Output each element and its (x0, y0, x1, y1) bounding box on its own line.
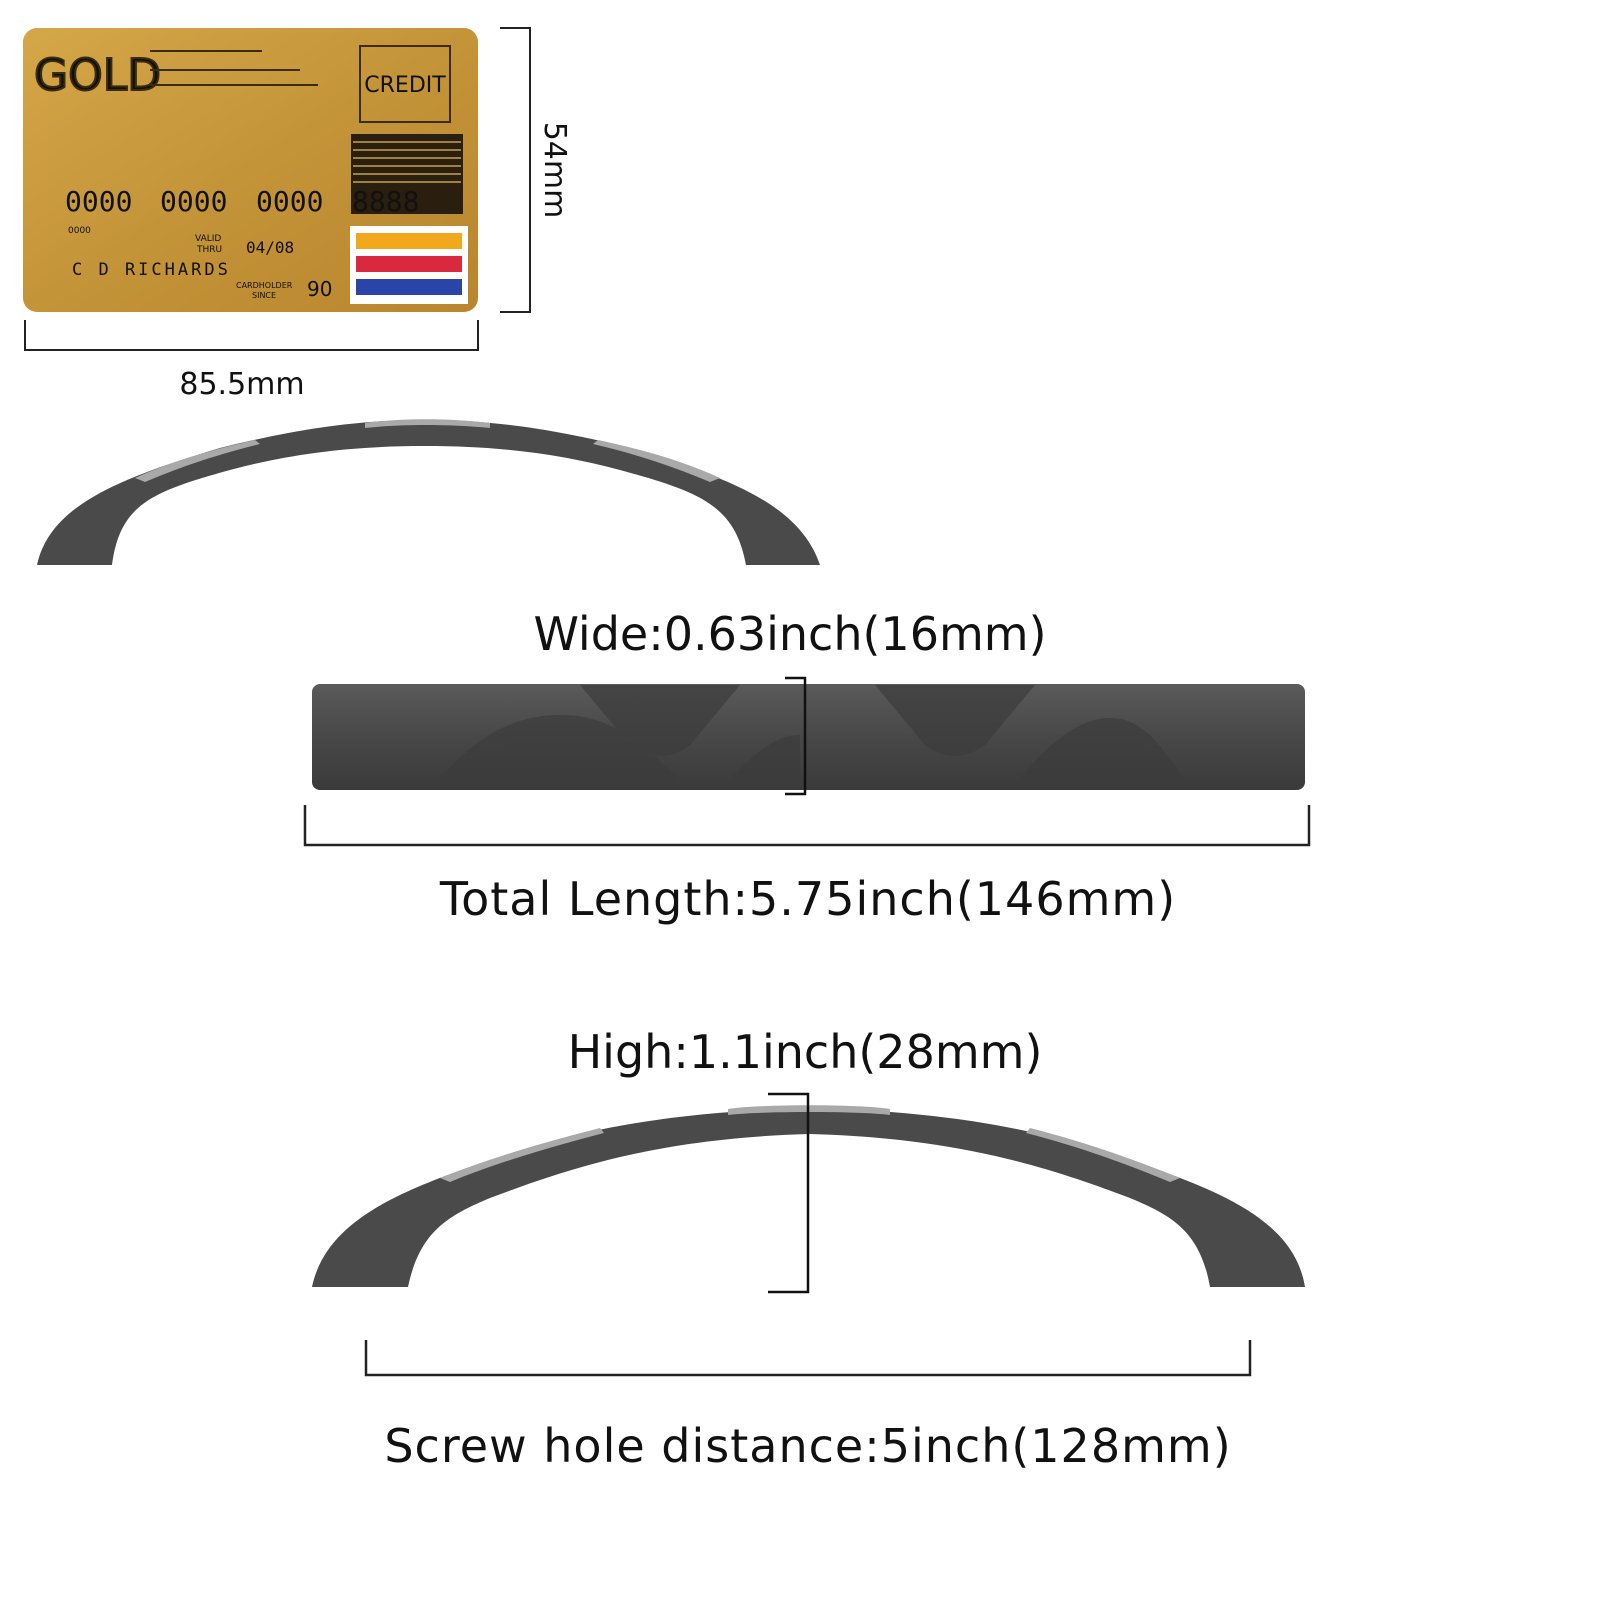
handle-highlight (440, 1128, 604, 1182)
high-dimension (768, 1092, 810, 1294)
card-height-dimension (500, 27, 531, 313)
logo-stripe-blue (356, 279, 462, 295)
screw-hole-label: Screw hole distance:5inch(128mm) (384, 1419, 1231, 1473)
valid-value: 04/08 (246, 238, 294, 257)
handle-bar-facets (430, 685, 1190, 790)
card-type-label: CREDIT (364, 73, 446, 98)
hologram-lines (353, 141, 461, 183)
handle-body (37, 420, 820, 565)
logo-stripe-orange (356, 233, 462, 249)
wide-label: Wide:0.63inch(16mm) (533, 607, 1046, 661)
credit-card: GOLD CREDIT 0000 0000 0000 8888 0000 VAL… (23, 28, 478, 312)
handle-body (312, 1108, 1305, 1287)
valid-label: VALID (195, 234, 221, 244)
cardholder-label: CARDHOLDER (236, 281, 293, 290)
logo-stripe-red (356, 256, 462, 272)
screw-hole-dimension (364, 1340, 1252, 1377)
handle-side-view-small (37, 419, 820, 565)
card-number-group: 0000 (256, 185, 323, 218)
card-number-group: 0000 (160, 185, 227, 218)
handle-highlight (135, 440, 260, 482)
card-number-group: 0000 (65, 185, 132, 218)
credit-box (359, 45, 451, 123)
handle-highlight (365, 419, 490, 428)
thru-label: THRU (196, 245, 222, 255)
handle-top-view (312, 684, 1305, 790)
card-small-number: 0000 (68, 226, 91, 236)
total-length-dimension (303, 805, 1311, 847)
high-label: High:1.1inch(28mm) (568, 1025, 1043, 1079)
card-height-label: 54mm (537, 122, 572, 219)
card-width-label: 85.5mm (179, 367, 304, 402)
card-holder-name: C D RICHARDS (72, 260, 231, 280)
card-number-group: 8888 (352, 185, 419, 218)
handle-highlight (1026, 1128, 1180, 1182)
wide-dimension (785, 676, 807, 796)
handle-highlight (593, 440, 720, 482)
total-length-label: Total Length:5.75inch(146mm) (439, 872, 1176, 926)
card-width-dimension (24, 320, 479, 351)
since-value: 90 (307, 277, 332, 301)
card-brand: GOLD (34, 50, 161, 101)
since-label: SINCE (252, 291, 276, 300)
